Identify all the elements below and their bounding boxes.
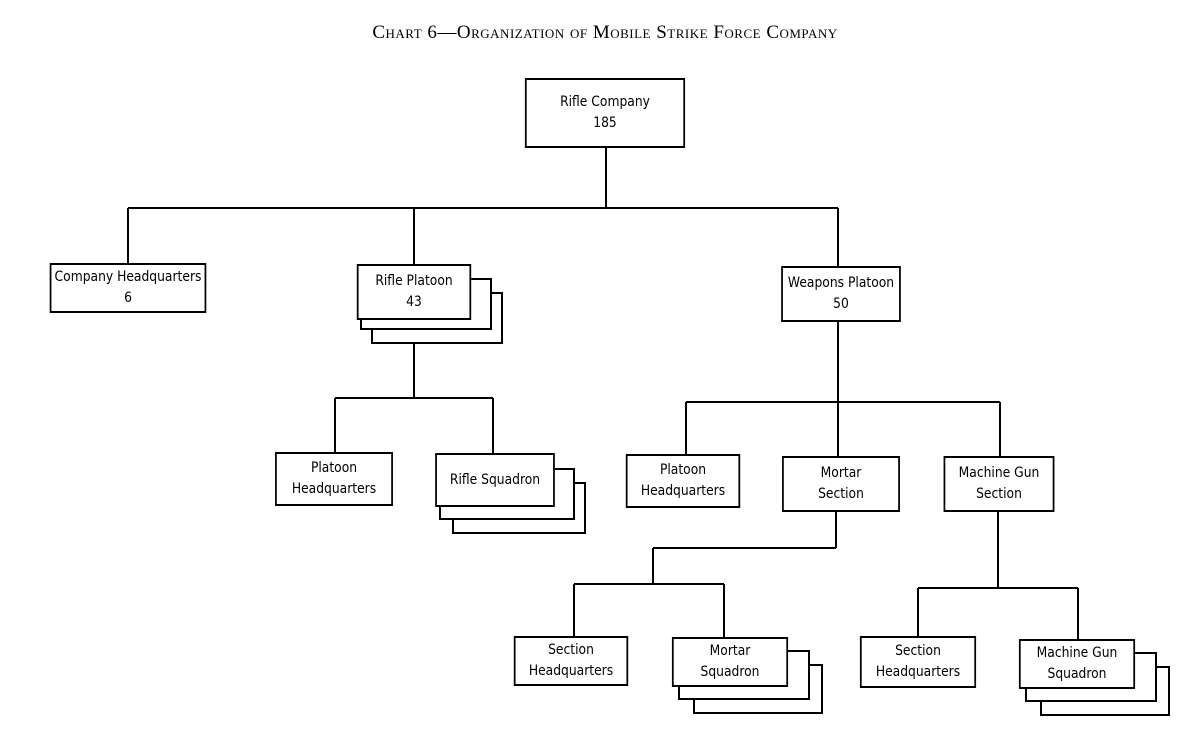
rifle-squadron-box: Rifle Squadron bbox=[435, 453, 555, 507]
weapons-platoon-label: Weapons Platoon bbox=[787, 275, 895, 291]
rifle-platoon-box: Rifle Platoon 43 bbox=[356, 264, 472, 320]
mg-section-headquarters-line2: Headquarters bbox=[875, 664, 961, 680]
company-headquarters-label: Company Headquarters bbox=[54, 269, 202, 285]
mortar-squadron-line2: Squadron bbox=[700, 664, 760, 680]
rifle-company-box: Rifle Company 185 bbox=[524, 78, 686, 148]
weapons-platoon-headquarters-box: Platoon Headquarters bbox=[625, 454, 741, 508]
weapons-platoon-headquarters-line2: Headquarters bbox=[640, 483, 726, 499]
mortar-section-box: Mortar Section bbox=[782, 456, 900, 512]
mortar-section-line1: Mortar bbox=[820, 465, 862, 481]
rifle-company-label: Rifle Company bbox=[560, 94, 650, 110]
mortar-squadron-line1: Mortar bbox=[709, 643, 751, 659]
weapons-platoon-headquarters-line1: Platoon bbox=[659, 462, 707, 478]
weapons-platoon-box: Weapons Platoon 50 bbox=[781, 266, 901, 322]
mortar-section-headquarters-box: Section Headquarters bbox=[513, 636, 629, 686]
machine-gun-section-line1: Machine Gun bbox=[958, 465, 1040, 481]
machine-gun-squadron-line1: Machine Gun bbox=[1036, 645, 1118, 661]
rifle-platoon-strength: 43 bbox=[406, 294, 422, 310]
mortar-squadron-box: Mortar Squadron bbox=[671, 637, 789, 687]
machine-gun-squadron-box: Machine Gun Squadron bbox=[1018, 639, 1136, 689]
machine-gun-section-line2: Section bbox=[976, 486, 1022, 502]
rifle-company-strength: 185 bbox=[593, 115, 617, 131]
mortar-section-line2: Section bbox=[818, 486, 864, 502]
mg-section-headquarters-box: Section Headquarters bbox=[859, 636, 977, 688]
mortar-section-headquarters-line1: Section bbox=[548, 642, 594, 658]
rifle-platoon-headquarters-line1: Platoon bbox=[310, 460, 358, 476]
rifle-platoon-label: Rifle Platoon bbox=[375, 273, 453, 289]
rifle-platoon-headquarters-box: Platoon Headquarters bbox=[275, 452, 393, 506]
mortar-section-headquarters-line2: Headquarters bbox=[528, 663, 614, 679]
weapons-platoon-strength: 50 bbox=[833, 296, 849, 312]
mg-section-headquarters-line1: Section bbox=[895, 643, 941, 659]
rifle-platoon-headquarters-line2: Headquarters bbox=[291, 481, 377, 497]
rifle-squadron-label: Rifle Squadron bbox=[449, 471, 541, 488]
chart-title: Chart 6—Organization of Mobile Strike Fo… bbox=[372, 22, 838, 43]
company-headquarters-strength: 6 bbox=[124, 290, 132, 306]
machine-gun-section-box: Machine Gun Section bbox=[943, 456, 1055, 512]
machine-gun-squadron-line2: Squadron bbox=[1047, 666, 1107, 682]
company-headquarters-box: Company Headquarters 6 bbox=[49, 263, 207, 313]
